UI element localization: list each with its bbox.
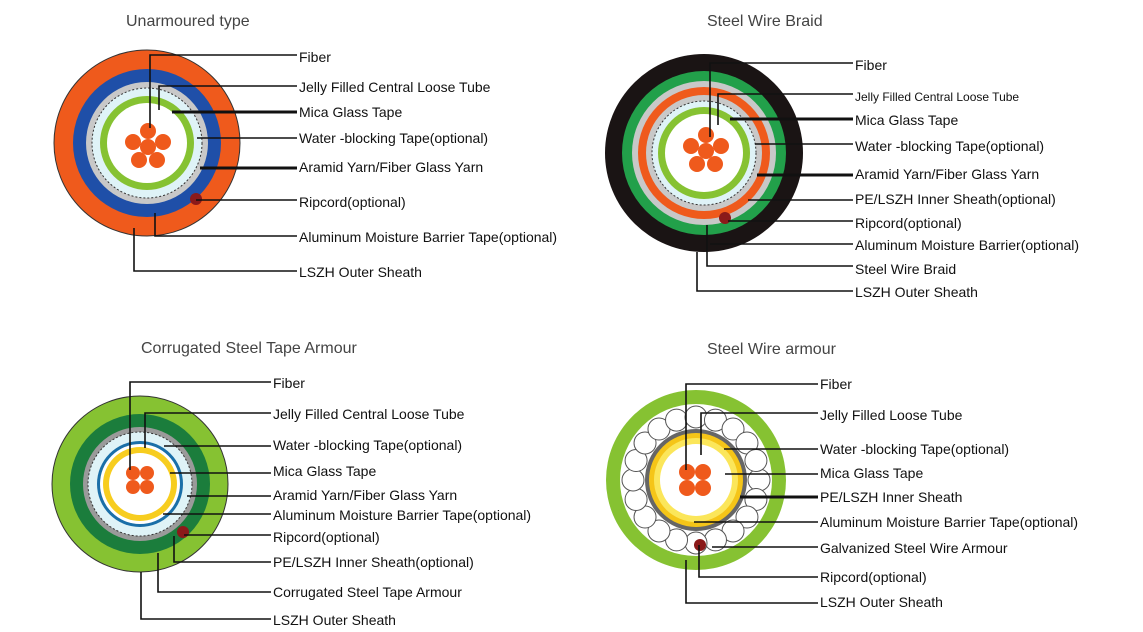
label-steel-wire-armour: Fiber <box>820 376 852 392</box>
leader-line <box>709 62 853 137</box>
cable-layer <box>660 444 732 516</box>
fiber <box>140 466 154 480</box>
label-unarmoured: Fiber <box>299 49 331 65</box>
leader-line <box>685 383 818 470</box>
steel-wire <box>647 519 671 543</box>
cable-steel-wire-braid <box>605 54 803 252</box>
label-unarmoured: Jelly Filled Central Loose Tube <box>299 79 491 95</box>
fiber <box>695 480 711 496</box>
title-steel-wire-braid: Steel Wire Braid <box>707 13 823 30</box>
fiber <box>140 480 154 494</box>
title-unarmoured: Unarmoured type <box>126 13 250 30</box>
label-steel-wire-braid: Ripcord(optional) <box>855 215 962 231</box>
label-steel-wire-braid: Water -blocking Tape(optional) <box>855 138 1044 154</box>
cable-unarmoured <box>53 49 241 237</box>
leader-line <box>149 54 297 128</box>
label-steel-wire-braid: Aluminum Moisture Barrier(optional) <box>855 237 1079 253</box>
fiber <box>126 466 140 480</box>
leader-line <box>144 412 271 448</box>
leader-line <box>717 93 853 125</box>
title-corrugated-steel-tape: Corrugated Steel Tape Armour <box>141 340 358 357</box>
label-steel-wire-braid: Aramid Yarn/Fiber Glass Yarn <box>855 166 1039 182</box>
label-steel-wire-armour: Aluminum Moisture Barrier Tape(optional) <box>820 514 1078 530</box>
fiber <box>679 480 695 496</box>
fiber <box>679 464 695 480</box>
steel-wire <box>721 417 745 441</box>
leader-line <box>685 560 818 604</box>
fiber <box>149 152 165 168</box>
label-steel-wire-braid: Steel Wire Braid <box>855 261 956 277</box>
steel-wire <box>744 449 768 473</box>
leader-line <box>133 228 297 272</box>
label-steel-wire-armour: Ripcord(optional) <box>820 569 927 585</box>
label-steel-wire-braid: Mica Glass Tape <box>855 112 958 128</box>
label-unarmoured: Mica Glass Tape <box>299 104 402 120</box>
label-steel-wire-braid: LSZH Outer Sheath <box>855 284 978 300</box>
label-steel-wire-braid: Fiber <box>855 57 887 73</box>
ripcord <box>190 193 202 205</box>
fiber <box>707 156 723 172</box>
fiber <box>140 139 156 155</box>
label-steel-wire-armour: Galvanized Steel Wire Armour <box>820 540 1008 556</box>
fiber <box>698 143 714 159</box>
steel-wire <box>747 468 771 492</box>
label-corrugated: PE/LSZH Inner Sheath(optional) <box>273 554 474 570</box>
leader-line <box>696 252 853 292</box>
leader-line <box>129 381 271 470</box>
label-corrugated: Aluminum Moisture Barrier Tape(optional) <box>273 507 531 523</box>
fiber <box>140 123 156 139</box>
cable-corrugated-steel-tape <box>51 395 229 573</box>
leader-line <box>173 536 271 563</box>
label-corrugated: Water -blocking Tape(optional) <box>273 437 462 453</box>
fiber <box>125 134 141 150</box>
leader-line <box>158 85 297 110</box>
fiber <box>713 138 729 154</box>
label-unarmoured: Ripcord(optional) <box>299 194 406 210</box>
fiber <box>695 464 711 480</box>
label-steel-wire-armour: Jelly Filled Loose Tube <box>820 407 963 423</box>
fiber <box>683 138 699 154</box>
label-corrugated: LSZH Outer Sheath <box>273 612 396 628</box>
label-corrugated: Aramid Yarn/Fiber Glass Yarn <box>273 487 457 503</box>
fiber <box>155 134 171 150</box>
ripcord <box>719 212 731 224</box>
label-steel-wire-armour: LSZH Outer Sheath <box>820 594 943 610</box>
fiber <box>689 156 705 172</box>
title-steel-wire-armour: Steel Wire armour <box>707 341 837 358</box>
label-corrugated: Corrugated Steel Tape Armour <box>273 584 462 600</box>
label-corrugated: Ripcord(optional) <box>273 529 380 545</box>
label-unarmoured: Water -blocking Tape(optional) <box>299 130 488 146</box>
steel-wire <box>624 487 648 511</box>
fiber <box>131 152 147 168</box>
steel-wire <box>665 408 689 432</box>
label-steel-wire-braid: PE/LSZH Inner Sheath(optional) <box>855 191 1056 207</box>
steel-wire <box>684 405 708 429</box>
cable-steel-wire-armour <box>606 390 786 570</box>
leader-line <box>698 545 818 578</box>
label-corrugated: Jelly Filled Central Loose Tube <box>273 406 465 422</box>
ripcord <box>177 526 189 538</box>
label-steel-wire-armour: Water -blocking Tape(optional) <box>820 441 1009 457</box>
label-unarmoured: Aramid Yarn/Fiber Glass Yarn <box>299 159 483 175</box>
label-steel-wire-braid: Jelly Filled Central Loose Tube <box>855 90 1019 104</box>
fiber <box>126 480 140 494</box>
leader-line <box>140 572 271 620</box>
label-steel-wire-armour: PE/LSZH Inner Sheath <box>820 489 962 505</box>
leader-line <box>700 412 818 455</box>
leader-line <box>157 553 271 593</box>
label-corrugated: Mica Glass Tape <box>273 463 376 479</box>
label-corrugated: Fiber <box>273 375 305 391</box>
leader-line <box>154 213 297 237</box>
fiber <box>698 127 714 143</box>
ripcord <box>694 539 706 551</box>
label-unarmoured: Aluminum Moisture Barrier Tape(optional) <box>299 229 557 245</box>
label-steel-wire-armour: Mica Glass Tape <box>820 465 923 481</box>
steel-wire <box>633 431 657 455</box>
label-unarmoured: LSZH Outer Sheath <box>299 264 422 280</box>
steel-wire <box>621 468 645 492</box>
cable-layer <box>109 453 171 515</box>
leader-line <box>706 225 853 267</box>
